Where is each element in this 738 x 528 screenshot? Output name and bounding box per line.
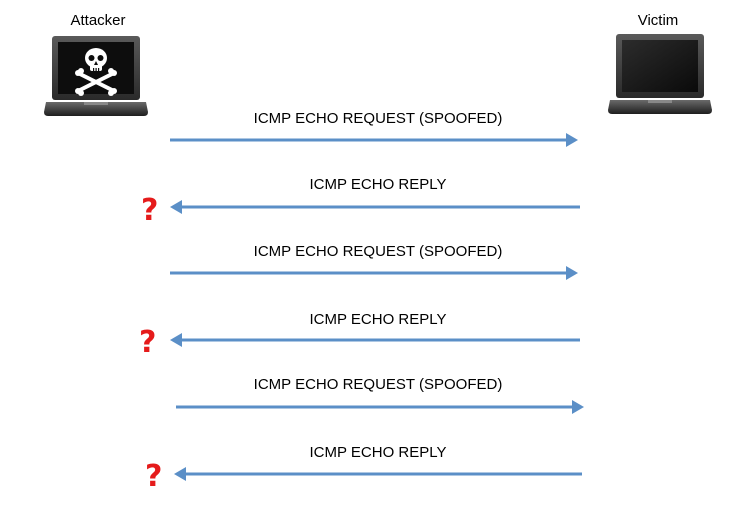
skull-laptop-icon [44,36,148,116]
message-label-reply-2: ICMP ECHO REPLY [309,311,447,328]
laptop-icon [608,34,712,114]
message-label-reply-3: ICMP ECHO REPLY [309,444,447,461]
arrow-request-2 [170,266,578,280]
arrow-reply-3 [174,467,582,481]
question-mark-icon: ? [141,193,159,228]
message-label-request-1: ICMP ECHO REQUEST (SPOOFED) [253,110,503,127]
question-mark-icon: ? [145,459,163,494]
attacker-label: Attacker [70,12,126,29]
arrow-request-1 [170,133,578,147]
arrow-reply-2 [170,333,580,347]
message-label-request-2: ICMP ECHO REQUEST (SPOOFED) [253,243,503,260]
arrow-reply-1 [170,200,580,214]
message-label-reply-1: ICMP ECHO REPLY [309,176,447,193]
arrow-request-3 [176,400,584,414]
message-label-request-3: ICMP ECHO REQUEST (SPOOFED) [253,376,503,393]
victim-label: Victim [637,12,679,29]
question-mark-icon: ? [139,325,157,360]
